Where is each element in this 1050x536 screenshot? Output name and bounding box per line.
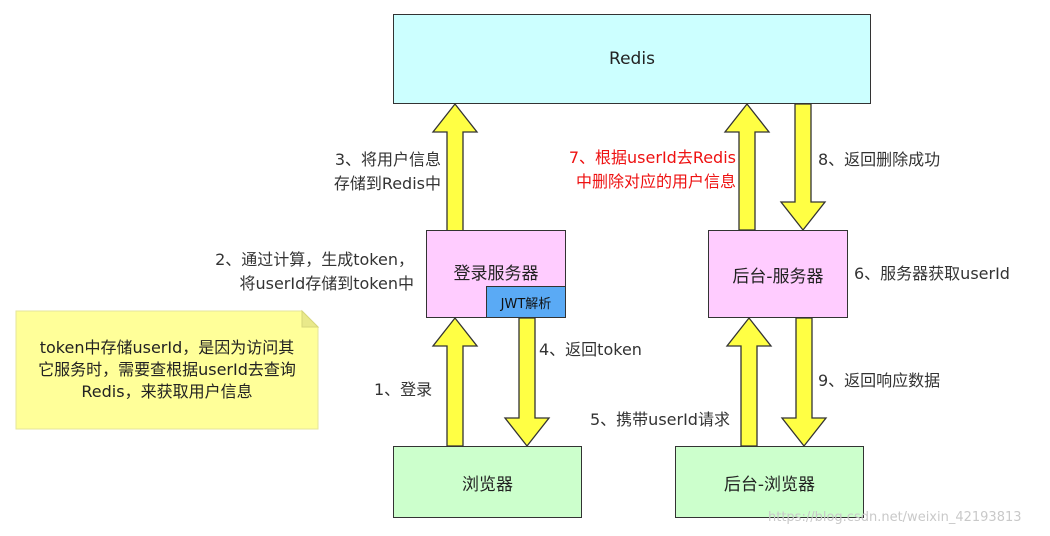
redis-node: Redis — [393, 14, 871, 104]
step-1-label: 1、登录 — [374, 380, 433, 399]
step-5-label: 5、携带userId请求 — [590, 410, 730, 429]
step-2-label: 2、通过计算，生成token， 将userId存储到token中 — [215, 250, 414, 293]
step-7-label: 7、根据userId去Redis 中删除对应的用户信息 — [568, 148, 736, 191]
step-8-label: 8、返回删除成功 — [818, 150, 941, 169]
step-3-label: 3、将用户信息 存储到Redis中 — [333, 150, 441, 193]
arrow-request-with-userid — [725, 316, 773, 447]
arrow-store-to-redis — [431, 102, 479, 233]
note-line-1: token中存储userId，是因为访问其 — [39, 338, 295, 357]
arrow-return-delete-success — [779, 103, 827, 232]
arrow-delete-from-redis — [723, 102, 771, 231]
arrow-login — [431, 316, 479, 447]
watermark: https://blog.csdn.net/weixin_42193813 — [768, 510, 1022, 525]
backend-browser-node: 后台-浏览器 — [675, 446, 864, 518]
step-6-label: 6、服务器获取userId — [854, 264, 1010, 283]
sticky-note-fold — [301, 309, 320, 328]
jwt-badge: JWT解析 — [486, 286, 566, 318]
note-line-2: 它服务时，需要查根据userId去查询 — [38, 360, 296, 379]
browser-node: 浏览器 — [393, 446, 582, 518]
sticky-note: token中存储userId，是因为访问其 它服务时，需要查根据userId去查… — [16, 337, 318, 403]
note-line-3: Redis，来获取用户信息 — [81, 382, 253, 401]
arrow-return-token — [503, 317, 551, 448]
backend-server-node: 后台-服务器 — [708, 230, 848, 318]
arrow-return-response — [780, 317, 828, 448]
step-9-label: 9、返回响应数据 — [818, 371, 941, 390]
step-4-label: 4、返回token — [539, 340, 642, 359]
sticky-note-shape — [15, 310, 319, 430]
login-server-label: 登录服务器 — [453, 263, 539, 284]
